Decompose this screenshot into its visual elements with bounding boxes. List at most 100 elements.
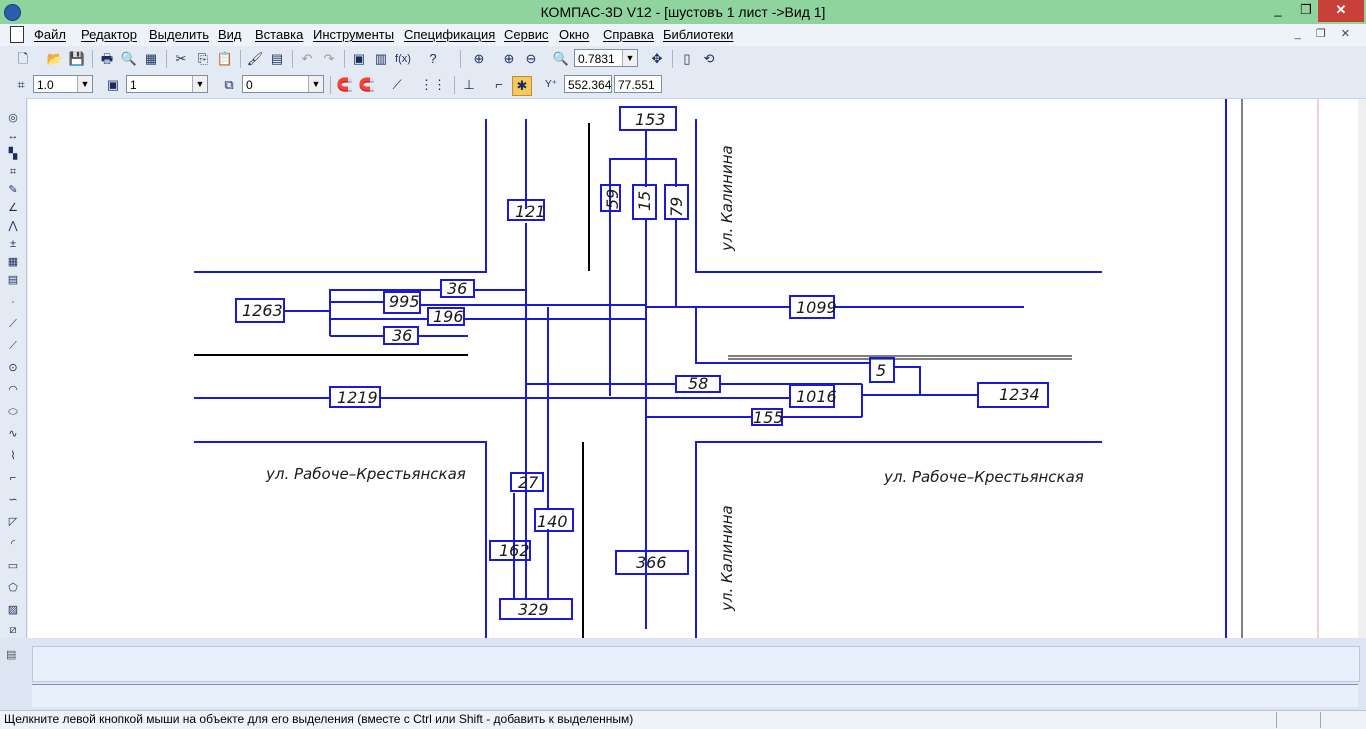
style-icon[interactable]: ⧉: [224, 77, 234, 92]
print-settings-icon[interactable]: ▦: [144, 51, 158, 66]
step-combo[interactable]: 1.0 ▼: [33, 75, 93, 93]
spec-panel-icon[interactable]: ±: [9, 238, 17, 250]
ellipse-icon[interactable]: ⬭: [8, 406, 18, 418]
menu-select[interactable]: Выделить: [149, 27, 209, 42]
app-logo-icon[interactable]: [4, 4, 21, 21]
print-icon[interactable]: 🖶: [100, 51, 114, 66]
refresh-icon[interactable]: ▯: [683, 51, 691, 66]
zoom-out-icon[interactable]: ⊖: [525, 51, 537, 66]
symbols-panel-icon[interactable]: ▚: [8, 148, 18, 160]
label-box: [751, 408, 783, 426]
properties-icon[interactable]: ▤: [270, 51, 284, 66]
zoom-window-icon[interactable]: ⊕: [473, 51, 485, 66]
orthogonal-mode-icon[interactable]: ⌐: [495, 77, 503, 92]
layer-combo[interactable]: 1 ▼: [126, 75, 208, 93]
chevron-down-icon[interactable]: ▼: [77, 76, 92, 92]
undo-icon[interactable]: ↶: [301, 51, 313, 66]
round-mode-icon[interactable]: ✱: [512, 76, 532, 96]
zoom-all-icon[interactable]: ⊕: [503, 51, 515, 66]
chevron-down-icon[interactable]: ▼: [622, 50, 637, 66]
polyline-icon[interactable]: ⌐: [9, 472, 17, 484]
zoom-combo[interactable]: 0.7831 ▼: [574, 49, 638, 67]
manager-icon[interactable]: ▥: [374, 51, 388, 66]
menu-libraries[interactable]: Библиотеки: [663, 27, 734, 42]
measure-panel-icon[interactable]: ∠: [8, 202, 18, 214]
dimensions-panel-icon[interactable]: ↔: [7, 130, 19, 142]
print-preview-icon[interactable]: 🔍: [120, 51, 138, 66]
chevron-down-icon[interactable]: ▼: [192, 76, 207, 92]
menu-window[interactable]: Окно: [559, 27, 590, 42]
format-brush-icon[interactable]: 🖌: [246, 51, 264, 66]
reports-panel-icon[interactable]: ▦: [7, 256, 19, 268]
drawing-canvas[interactable]: .bl { stroke:#1a1ad8; stroke-width:2; fi…: [28, 99, 1358, 638]
segment-icon[interactable]: ⟋: [9, 318, 17, 330]
fillet-icon[interactable]: ◜: [10, 538, 16, 550]
arc-icon[interactable]: ◠: [8, 384, 18, 396]
cut-icon[interactable]: ✂: [175, 51, 187, 66]
menu-editor[interactable]: Редактор: [81, 27, 137, 42]
menu-bar: Файл Редактор Выделить Вид Вставка Инстр…: [0, 24, 1366, 46]
redo-icon[interactable]: ↷: [323, 51, 335, 66]
menu-help[interactable]: Справка: [603, 27, 654, 42]
pipe-label: 1263: [242, 301, 283, 320]
variables-icon[interactable]: f(x): [395, 53, 411, 65]
minimize-button[interactable]: _: [1274, 2, 1282, 17]
document-window-controls[interactable]: _ ❐ ✕: [1294, 28, 1356, 40]
circle-icon[interactable]: ⊙: [8, 362, 18, 374]
save-icon[interactable]: 💾: [68, 51, 86, 66]
rectangle-icon[interactable]: ▭: [7, 560, 19, 572]
polygon-icon[interactable]: ⬠: [8, 582, 18, 594]
separator: [240, 50, 241, 68]
menu-file[interactable]: Файл: [34, 27, 66, 42]
geometry-panel-icon[interactable]: ◎: [8, 112, 18, 124]
label-box: [499, 598, 573, 620]
open-icon[interactable]: 📂: [46, 51, 64, 66]
contour-icon[interactable]: ⧄: [9, 624, 17, 636]
grid-icon[interactable]: ⋮⋮: [420, 77, 446, 92]
menu-insert[interactable]: Вставка: [255, 27, 304, 42]
ortho-icon[interactable]: ⟋: [392, 77, 402, 92]
hatch-icon[interactable]: ▨: [7, 604, 19, 616]
separator: [344, 50, 345, 68]
close-button[interactable]: ✕: [1318, 0, 1364, 22]
help-pointer-icon[interactable]: ?: [429, 51, 437, 66]
edit-panel-icon[interactable]: ⌗: [9, 166, 17, 178]
coord-x-field[interactable]: 552.364: [564, 75, 612, 93]
spline-icon[interactable]: ∿: [8, 428, 18, 440]
separator: [672, 50, 673, 68]
document-icon[interactable]: [10, 26, 24, 43]
layer-icon[interactable]: ▣: [106, 77, 120, 92]
step-cursor-icon[interactable]: ⌗: [17, 77, 25, 92]
bezier-icon[interactable]: ∽: [8, 494, 18, 506]
pipe-label: 153: [635, 110, 666, 129]
nurbs-icon[interactable]: ⌇: [10, 450, 16, 462]
insert-panel-icon[interactable]: ▤: [7, 274, 19, 286]
vertical-scrollbar[interactable]: [1358, 99, 1366, 638]
new-document-icon[interactable]: 🗋: [17, 51, 29, 66]
chamfer-icon[interactable]: ◸: [8, 516, 18, 528]
auxiliary-line-icon[interactable]: ⟋: [9, 340, 17, 352]
snap-magnet-icon[interactable]: 🧲: [336, 77, 354, 92]
pipe-label: 196: [433, 307, 464, 326]
chevron-down-icon[interactable]: ▼: [308, 76, 323, 92]
menu-view[interactable]: Вид: [218, 27, 242, 42]
menu-service[interactable]: Сервис: [504, 27, 549, 42]
snap-local-icon[interactable]: 🧲: [358, 77, 376, 92]
zoom-scale-icon[interactable]: 🔍: [552, 51, 570, 66]
pin-icon[interactable]: ▤: [6, 649, 17, 661]
params-panel-icon[interactable]: ✎: [8, 184, 18, 196]
menu-tools[interactable]: Инструменты: [313, 27, 395, 42]
paste-icon[interactable]: 📋: [216, 51, 234, 66]
label-box: [510, 472, 544, 492]
menu-specification[interactable]: Спецификация: [404, 27, 496, 42]
tree-icon[interactable]: ▣: [352, 51, 366, 66]
select-panel-icon[interactable]: ⋀: [8, 220, 18, 232]
pan-icon[interactable]: ✥: [651, 51, 663, 66]
local-cs-icon[interactable]: ⊥: [463, 77, 475, 92]
style-combo[interactable]: 0 ▼: [242, 75, 324, 93]
coord-y-field[interactable]: 77.551: [614, 75, 662, 93]
point-icon[interactable]: ·: [11, 296, 15, 308]
copy-icon[interactable]: ⎘: [197, 51, 209, 66]
maximize-button[interactable]: ❐: [1300, 2, 1312, 17]
redraw-icon[interactable]: ⟲: [703, 51, 715, 66]
